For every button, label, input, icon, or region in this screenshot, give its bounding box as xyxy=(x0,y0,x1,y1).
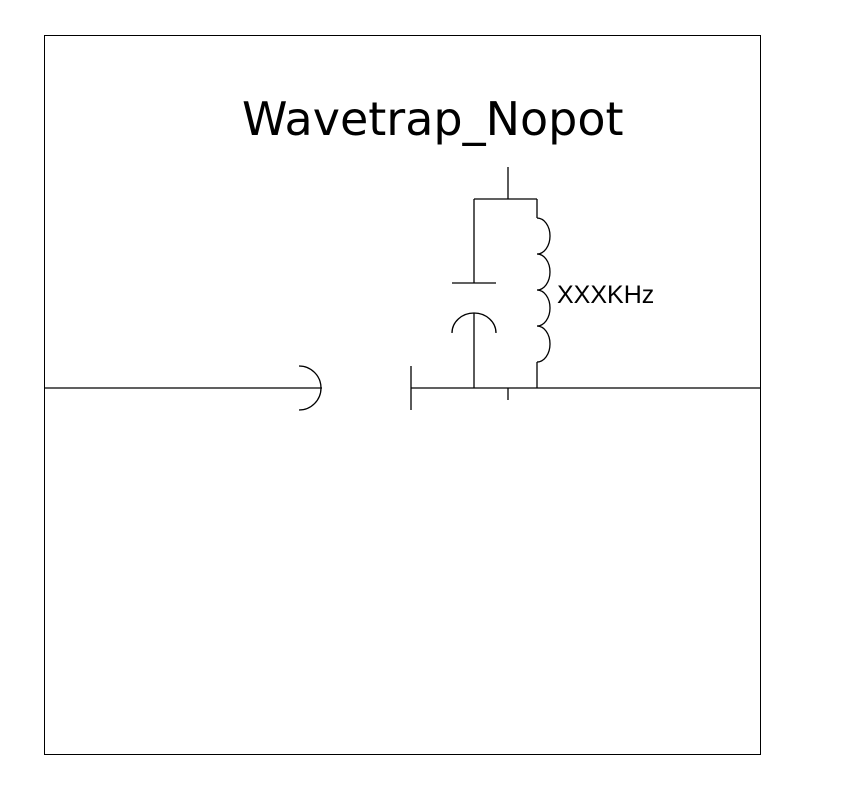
connector-arc-terminal xyxy=(298,365,322,411)
frequency-label: XXXKHz xyxy=(557,281,654,309)
inductor-coil xyxy=(536,217,551,363)
diagram-title: Wavetrap_Nopot xyxy=(242,92,624,146)
symbol-frame xyxy=(44,35,761,755)
